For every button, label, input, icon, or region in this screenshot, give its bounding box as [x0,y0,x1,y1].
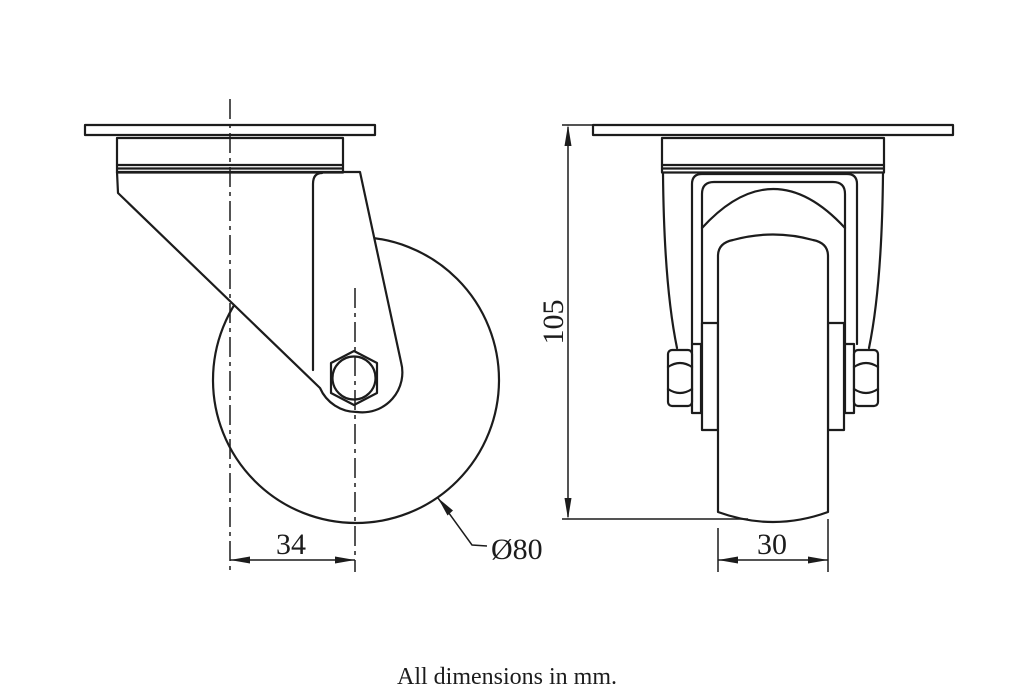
arrow-height-top [564,125,572,146]
side-view [83,99,501,572]
fork-leg-right-edge [867,171,885,350]
wheel-front [716,233,830,524]
dim-label-overall-height: 105 [537,300,570,345]
hex-nut-right-facets [852,361,880,395]
dim-label-wheel-diameter: Ø80 [491,533,543,566]
hex-nut-right [852,348,880,408]
hex-nut-chamfer-circle [331,355,377,401]
dim-label-wheel-width: 30 [757,528,787,561]
axle-sleeve-left [700,321,720,432]
arrow-width-left [718,556,738,564]
axle-washer-right [843,342,856,415]
swivel-fork-side [115,170,404,414]
ext-lines-width [717,519,829,572]
mounting-plate-front [591,123,955,137]
arrow-width-right [808,556,828,564]
arrow-offset-right [335,556,355,564]
units-note: All dimensions in mm. [397,664,617,689]
dimension-labels: 34 Ø80 105 30 All dimensions in mm. [276,300,787,689]
arrow-offset-left [230,556,250,564]
fork-front-plate [690,172,859,346]
swivel-housing-front [660,136,886,167]
dimension-arrowheads [230,125,828,564]
dim-label-swivel-offset: 34 [276,528,306,561]
hex-nut-left-facets [666,361,694,395]
fork-leg-left-edge [661,171,679,350]
fork-window [700,180,847,414]
front-view [591,123,955,524]
axle-sleeve-right [826,321,846,432]
arrow-height-bottom [564,498,572,519]
axle-washer-left [690,342,703,415]
swivel-raceway-lines-front [660,163,886,174]
fork-arch-arc [700,187,847,230]
drawing-lines [83,99,955,572]
hex-nut-left [666,348,694,408]
arrow-diameter [438,498,453,516]
